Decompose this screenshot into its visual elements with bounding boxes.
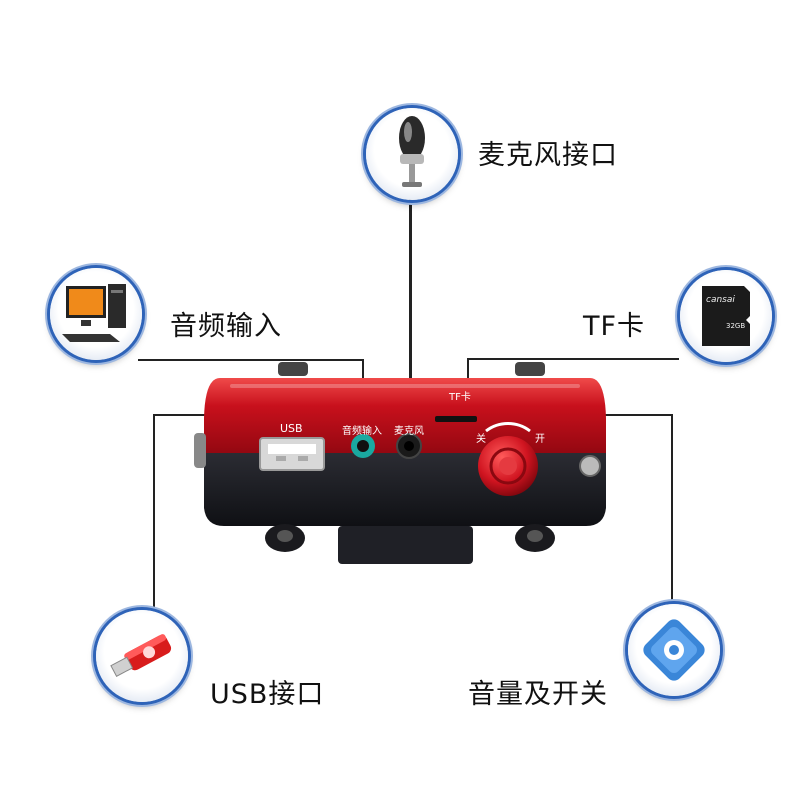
mic-connector-line [409, 190, 412, 440]
knob-off-label: 关 [476, 434, 486, 445]
volume-connector-line-v [671, 414, 673, 604]
tf-connector-line-h [467, 358, 679, 360]
usb-port-label: USB [280, 422, 303, 435]
sd-card-brand: cansai [706, 295, 735, 305]
audio-in-connector-line-h [138, 359, 364, 361]
knob-on-label: 开 [535, 434, 545, 445]
usb-callout-label: USB接口 [210, 679, 325, 710]
microphone-icon [366, 108, 458, 200]
usb-connector-line-v [153, 414, 155, 610]
computer-icon [50, 268, 142, 360]
usb-drive-icon [96, 610, 188, 702]
tf-callout-label: TF卡 [583, 311, 646, 342]
sd-card-capacity: 32GB [726, 322, 745, 330]
mic-port-label: 麦克风 [394, 426, 424, 437]
mic-callout-label: 麦克风接口 [478, 140, 618, 171]
speaker-device: USB 音频输入 麦克风 TF卡 关 开 [190, 358, 620, 578]
audio-in-port-label: 音频输入 [342, 426, 382, 437]
volume-callout-label: 音量及开关 [468, 679, 608, 710]
audio-in-callout-label: 音频输入 [170, 311, 282, 342]
tf-card-icon: cansai 32GB [680, 270, 772, 362]
volume-switch-icon [628, 604, 720, 696]
tf-slot-label: TF卡 [449, 392, 471, 403]
